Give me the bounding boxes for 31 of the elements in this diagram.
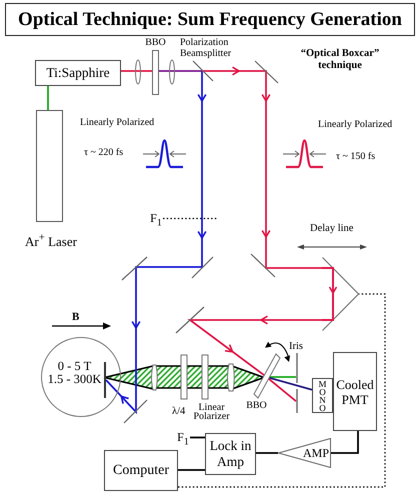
frequency-label: F$_{1}$ — [176, 430, 190, 445]
computer-box — [104, 450, 178, 491]
part-label: Polarization Beamsplitter — [180, 37, 232, 59]
part-label: λ/4 — [172, 405, 186, 418]
detector-label: Cooled PMT — [335, 376, 375, 406]
frequency-label: F$_{1}$ — [149, 211, 163, 226]
monochromator-box — [312, 378, 333, 413]
pulse-width-label: τ ~ 150 fs — [336, 151, 376, 163]
laser-box — [35, 60, 121, 86]
polarization-note: Linearly Polarized — [80, 117, 156, 129]
diagram-title: Optical Technique: Sum Frequency Generation — [5, 3, 415, 36]
lock-in-label: Lock in Amp — [208, 438, 252, 470]
part-label: BBO — [144, 37, 167, 49]
field-range-label: 0 - 5 T — [56, 360, 92, 373]
part-label: Iris — [289, 340, 304, 353]
temperature-range-label: 1.5 - 300K — [46, 373, 102, 386]
pulse-width-label: τ ~ 220 fs — [84, 147, 124, 159]
laser-label: Ti:Sapphire — [46, 65, 110, 81]
field-label: B — [72, 311, 80, 324]
magnet-circle — [41, 337, 121, 417]
part-label: BBO — [245, 400, 268, 412]
polarization-note: Linearly Polarized — [318, 119, 394, 131]
part-label: Delay line — [310, 222, 354, 235]
detector-box — [333, 352, 377, 431]
technique-note: “Optical Boxcar” technique — [300, 48, 380, 71]
monochromator-label: MONO — [318, 380, 327, 412]
crystal-plate — [152, 50, 159, 95]
computer-label: Computer — [113, 462, 169, 478]
part-label: Linear Polarizer — [192, 403, 231, 421]
laser-label: Ar$^{+}$ Laser — [24, 234, 78, 249]
amplifier-label: AMP — [302, 448, 329, 458]
